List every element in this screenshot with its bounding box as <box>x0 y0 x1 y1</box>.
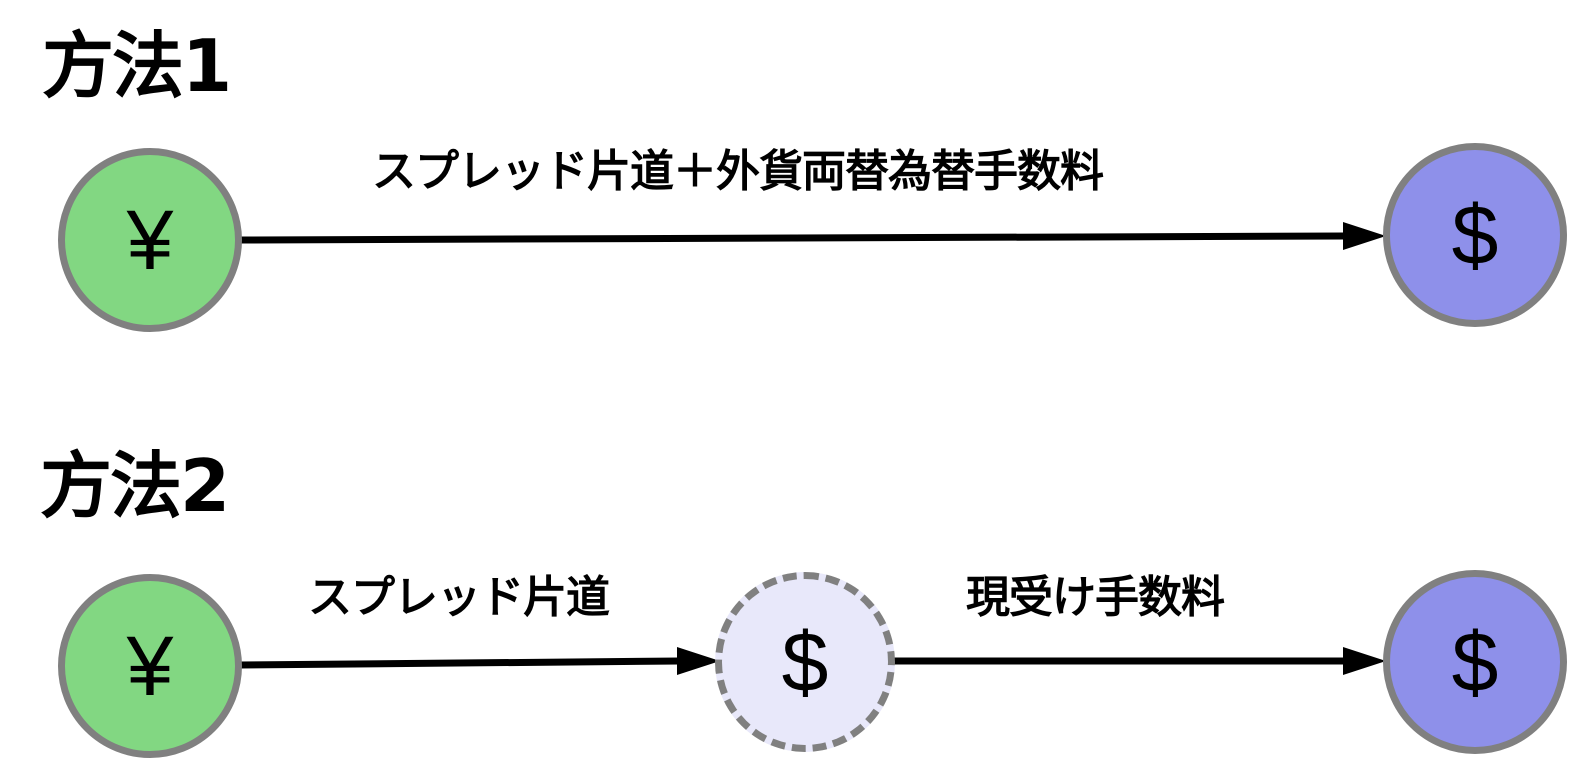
dollar-icon: $ <box>1451 614 1499 709</box>
method2-yen-node: ¥ <box>58 574 242 758</box>
dollar-icon: $ <box>781 614 829 709</box>
method1-yen-node: ¥ <box>58 148 242 332</box>
method2-arrow-2 <box>893 647 1386 675</box>
method1-edge-label: スプレッド片道＋外貨両替為替手数料 <box>372 146 1104 197</box>
method1-usd-node: $ <box>1383 143 1567 327</box>
yen-icon: ¥ <box>126 192 174 287</box>
method2-title: 方法2 <box>40 444 230 528</box>
yen-icon: ¥ <box>126 618 174 713</box>
method2-edge-label-1: スプレッド片道 <box>308 572 610 623</box>
method2-edge-label-2: 現受け手数料 <box>966 572 1225 623</box>
method1-title: 方法1 <box>42 24 232 108</box>
method1-arrow <box>239 222 1386 250</box>
method2-arrow-1 <box>239 647 720 675</box>
method2-intermediate-usd-node: $ <box>715 572 895 752</box>
method2-usd-node: $ <box>1383 570 1567 754</box>
dollar-icon: $ <box>1451 187 1499 282</box>
